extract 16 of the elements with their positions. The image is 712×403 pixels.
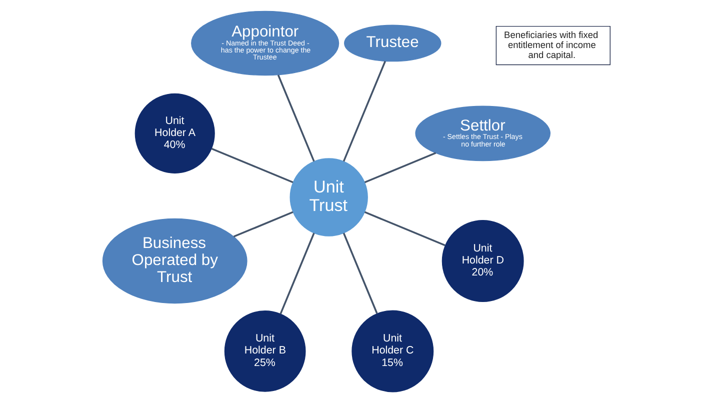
connector <box>232 211 293 238</box>
connector <box>279 232 314 314</box>
node-ellipse: Trustee <box>344 24 441 62</box>
connector <box>364 152 436 184</box>
node-circle: Unit Trust <box>289 158 368 236</box>
connector <box>210 148 293 184</box>
node-box: Beneficiaries with fixed entitlement of income and capital. <box>495 26 610 66</box>
node-circle: Unit Holder C 15% <box>351 310 434 392</box>
connector <box>342 232 378 314</box>
connector <box>342 60 386 162</box>
connector <box>364 211 445 246</box>
node-circle: Unit Holder B 25% <box>224 310 306 392</box>
node-circle: Unit Holder D 20% <box>441 220 524 302</box>
connector <box>276 74 314 162</box>
node-circle: Unit Holder A 40% <box>134 93 214 174</box>
node-ellipse: Business Operated by Trust <box>102 218 247 304</box>
